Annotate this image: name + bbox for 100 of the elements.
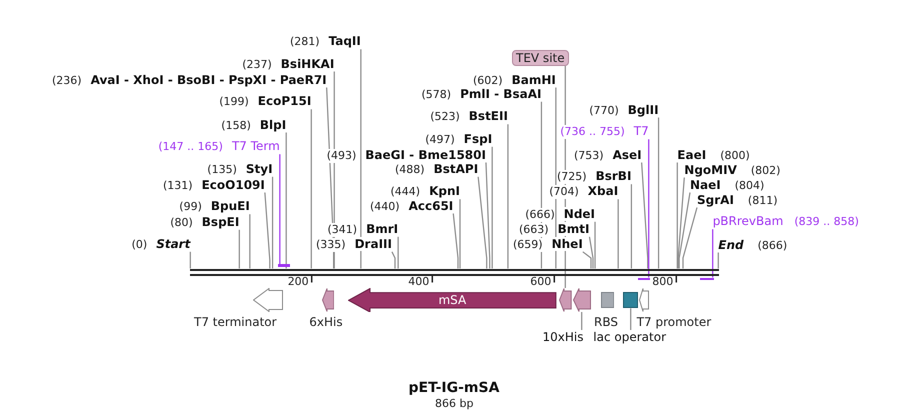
primer-position: (839 .. 858) (794, 215, 859, 230)
scale-label: 200 (288, 275, 309, 289)
leader-line (492, 146, 493, 268)
enzyme-name: BmrI (366, 222, 398, 236)
leader-line (718, 252, 719, 268)
sequence-end-label: End (718, 238, 744, 252)
leader-line (678, 177, 685, 268)
leader-line (618, 199, 619, 268)
enzyme-name: FspI (464, 132, 492, 146)
feature-tag: TEV site (512, 50, 569, 66)
cut-site-position: (80) (170, 216, 193, 230)
leader-line (286, 132, 287, 268)
leader-line (641, 162, 648, 268)
leader-line (540, 102, 542, 268)
cut-site-position: (800) (720, 148, 750, 162)
cut-site-position: (523) (430, 110, 460, 124)
feature-label: RBS (594, 314, 618, 329)
enzyme-name: BstAPI (434, 162, 478, 176)
scale-label: 800 (652, 275, 674, 289)
enzyme-name: AvaI - XhoI - BsoBI - PspXI - PaeR7I (90, 72, 327, 86)
primer-name: pBRrevBam (712, 214, 784, 228)
cut-site-position: (802) (750, 164, 780, 178)
leader-line (485, 162, 490, 268)
enzyme-name: BspEI (202, 214, 240, 229)
feature-label: 10xHis (542, 330, 584, 344)
leader-line (712, 229, 714, 278)
leader-line (459, 199, 461, 268)
scale-label: 400 (408, 275, 430, 289)
cut-site-position: (663) (519, 222, 549, 237)
cut-site-position: (866) (758, 238, 788, 252)
enzyme-name: BglII (628, 102, 659, 116)
cut-site-position: (131) (163, 178, 193, 192)
cut-site-position: (578) (422, 88, 452, 102)
enzyme-name: KpnI (429, 184, 460, 198)
enzyme-name: StyI (246, 162, 273, 176)
leader-line (391, 252, 396, 268)
cut-site-position: (725) (557, 170, 587, 184)
leader-line (582, 251, 592, 268)
cut-site-position: (659) (513, 238, 543, 252)
cut-site-position: (135) (207, 162, 237, 177)
primer-mark (700, 278, 714, 280)
cut-site-position: (237) (242, 58, 272, 72)
cut-site-position: (602) (473, 74, 503, 88)
leader-line (190, 252, 191, 268)
cut-site-position: (497) (425, 132, 455, 147)
enzyme-name: NdeI (564, 206, 596, 221)
enzyme-name: BstEII (468, 109, 508, 124)
enzyme-name: DraIII (354, 236, 392, 251)
feature-label: T7 promoter (636, 314, 712, 329)
leader-line (676, 162, 678, 268)
leader-line (594, 222, 596, 268)
leader-line (249, 214, 250, 268)
feature-label: mSA (438, 292, 466, 307)
cut-site-position: (236) (52, 74, 82, 88)
enzyme-name: Acc65I (408, 198, 454, 212)
enzyme-name: EcoP15I (258, 94, 312, 108)
map-title: pET-IG-mSA (408, 380, 500, 396)
leader-line (452, 213, 459, 268)
primer-mark (638, 278, 650, 280)
enzyme-name: BaeGI - Bme1580I (365, 148, 486, 162)
primer-name: T7 Term (232, 139, 280, 154)
cut-site-position: (281) (290, 35, 320, 50)
cut-site-position: (488) (395, 162, 425, 177)
leader-line (648, 139, 650, 278)
leader-line (507, 124, 509, 268)
cut-site-position: (444) (390, 185, 420, 200)
cut-site-position: (0) (132, 238, 148, 252)
primer-position: (736 .. 755) (560, 125, 625, 140)
cut-site-position: (704) (549, 185, 579, 200)
leader-line (678, 192, 691, 268)
sequence-end-label: Start (156, 236, 190, 251)
leader-line (658, 118, 660, 268)
enzyme-name: BsrBI (596, 169, 632, 184)
leader-line (581, 312, 582, 330)
cut-site-position: (341) (328, 222, 358, 237)
enzyme-name: BsiHKAI (280, 56, 334, 70)
enzyme-name: EcoO109I (202, 178, 265, 192)
cut-site-position: (158) (221, 118, 251, 132)
leader-line (588, 236, 594, 268)
leader-line (398, 236, 399, 268)
leader-line (272, 176, 274, 268)
leader-line (310, 109, 312, 268)
enzyme-name: BpuEI (210, 199, 250, 214)
cut-site-position: (666) (525, 208, 555, 222)
dna-sequence-bar (190, 268, 719, 276)
enzyme-name: XbaI (588, 184, 618, 198)
primer-mark (278, 264, 290, 266)
feature-label: lac operator (593, 330, 666, 344)
enzyme-name: SgrAI (697, 192, 734, 206)
enzyme-name: NgoMIV (684, 162, 737, 176)
enzyme-name: TaqII (328, 34, 361, 48)
enzyme-name: NaeI (690, 178, 721, 192)
sequence-length: 866 bp (435, 396, 474, 410)
feature-label: 6xHis (309, 314, 343, 329)
cut-site-position: (99) (179, 200, 202, 214)
cut-site-position: (493) (326, 148, 356, 162)
cut-site-position: (811) (748, 194, 778, 208)
enzyme-name: BamHI (512, 72, 556, 86)
cut-site-position: (440) (370, 200, 400, 214)
cut-site-position: (199) (219, 95, 249, 110)
